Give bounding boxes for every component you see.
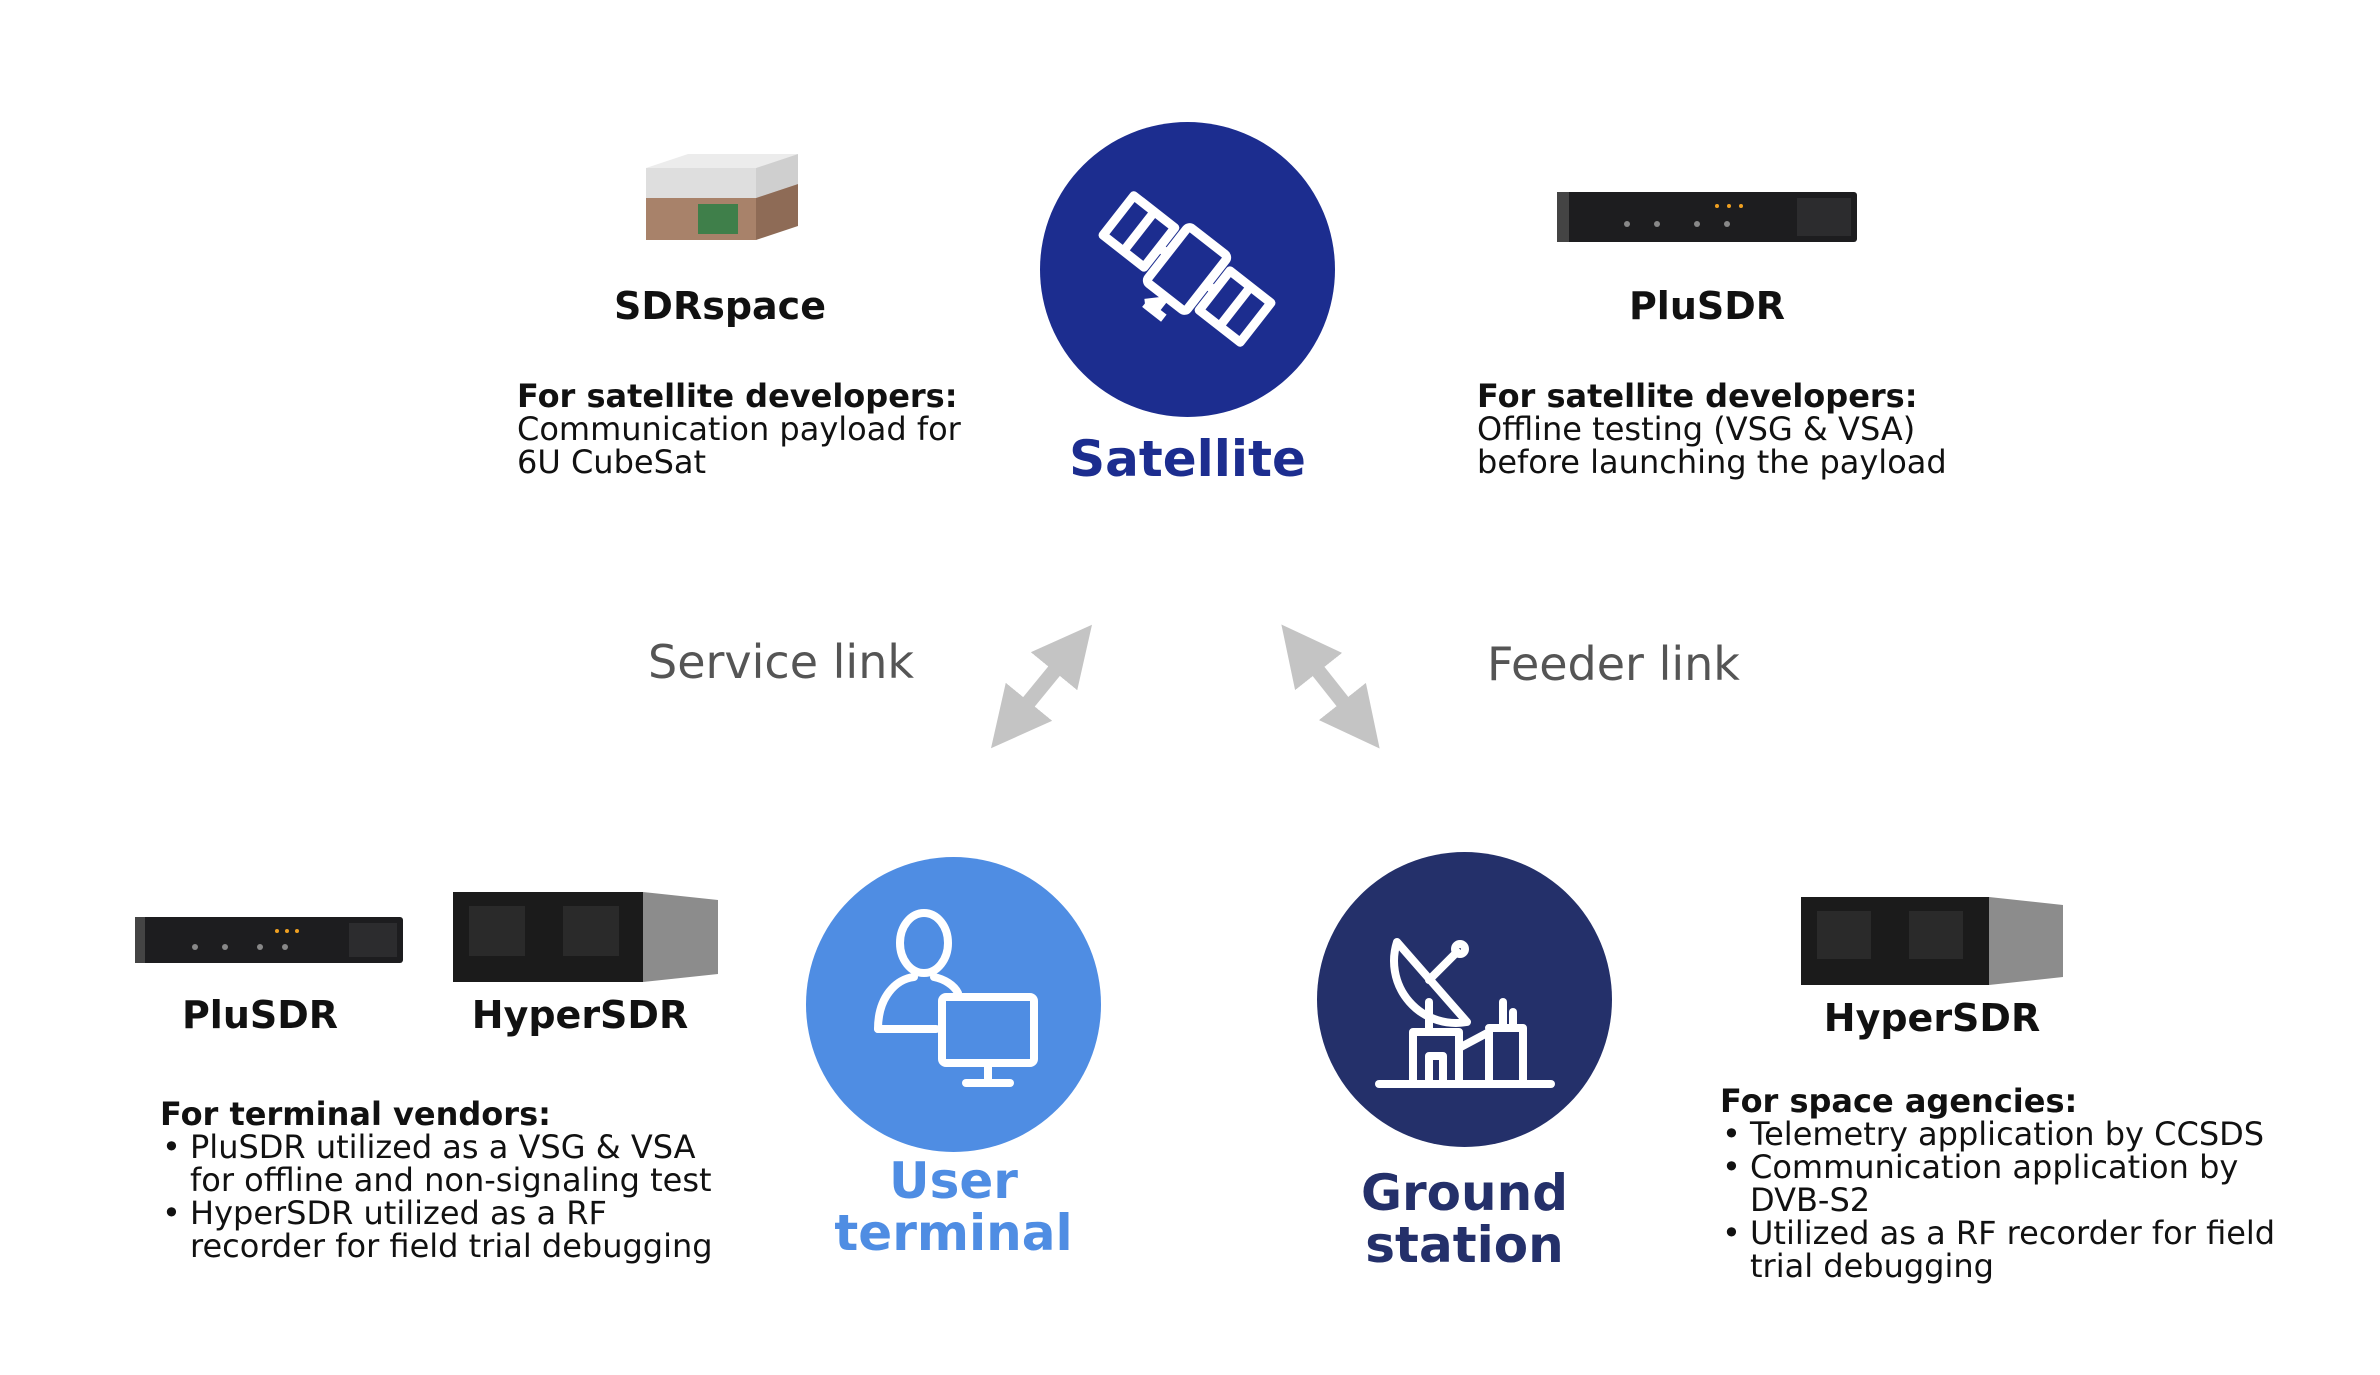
- plusdr-terminal-device-image: [135, 913, 403, 969]
- plusdr-top-description: For satellite developers: Offline testin…: [1477, 380, 1947, 479]
- plusdr-top-description-line: Offline testing (VSG & VSA): [1477, 410, 1916, 448]
- plusdr-top-description-heading: For satellite developers:: [1477, 377, 1918, 415]
- space-agencies-heading: For space agencies:: [1720, 1082, 2078, 1120]
- plusdr-top-description-line: before launching the payload: [1477, 443, 1947, 481]
- bullet-line: Utilized as a RF recorder for field: [1750, 1214, 2276, 1252]
- sdrspace-name: SDRspace: [614, 284, 826, 328]
- user-terminal-label-line2: terminal: [834, 1204, 1073, 1262]
- service-link-label: Service link: [648, 635, 914, 689]
- terminal-vendors-heading: For terminal vendors:: [160, 1095, 551, 1133]
- bullet-line: DVB-S2: [1750, 1181, 1871, 1219]
- sdrspace-device-image: [638, 148, 803, 248]
- bullet-line: recorder for field trial debugging: [190, 1227, 713, 1265]
- bullet-line: trial debugging: [1750, 1247, 1994, 1285]
- user-terminal-label-line1: User: [889, 1152, 1018, 1210]
- ground-station-label: Ground station: [1317, 1167, 1612, 1271]
- feeder-link-arrow: [1281, 624, 1380, 749]
- sdrspace-description-line: Communication payload for: [517, 410, 961, 448]
- user-terminal-circle: [806, 857, 1101, 1152]
- sdrspace-description: For satellite developers: Communication …: [517, 380, 961, 479]
- sdrspace-description-heading: For satellite developers:: [517, 377, 958, 415]
- hypersdr-ground-name: HyperSDR: [1823, 996, 2041, 1040]
- satellite-label: Satellite: [1069, 430, 1306, 488]
- satellite-dish-icon: [1375, 938, 1555, 1088]
- feeder-link-label: Feeder link: [1487, 637, 1740, 691]
- service-link-arrow: [991, 624, 1092, 749]
- user-terminal-label: User terminal: [806, 1155, 1101, 1259]
- terminal-vendors-bullet: HyperSDR utilized as a RF recorder for f…: [160, 1197, 713, 1263]
- space-agencies-bullet: Communication application by DVB-S2: [1720, 1151, 2275, 1217]
- hypersdr-ground-device-image: [1801, 895, 2063, 991]
- satellite-icon: [1098, 191, 1276, 347]
- user-computer-icon: [874, 909, 1038, 1087]
- plusdr-terminal-name: PluSDR: [181, 993, 339, 1037]
- space-agencies-bullet: Utilized as a RF recorder for field tria…: [1720, 1217, 2275, 1283]
- satellite-circle: [1040, 122, 1335, 417]
- hypersdr-terminal-device-image: [453, 890, 718, 988]
- bullet-line: HyperSDR utilized as a RF: [190, 1194, 607, 1232]
- ground-station-label-line1: Ground: [1360, 1164, 1569, 1222]
- bullet-line: for offline and non-signaling test: [190, 1161, 712, 1199]
- sdrspace-description-line: 6U CubeSat: [517, 443, 707, 481]
- space-agencies-description: For space agencies: Telemetry applicatio…: [1720, 1085, 2275, 1283]
- bullet-line: Telemetry application by CCSDS: [1750, 1115, 2265, 1153]
- plusdr-top-device-image: [1557, 186, 1857, 248]
- terminal-vendors-description: For terminal vendors: PluSDR utilized as…: [160, 1098, 713, 1263]
- bullet-line: PluSDR utilized as a VSG & VSA: [190, 1128, 696, 1166]
- ground-station-circle: [1317, 852, 1612, 1147]
- bullet-line: Communication application by: [1750, 1148, 2239, 1186]
- ground-station-label-line2: station: [1365, 1216, 1564, 1274]
- terminal-vendors-bullet: PluSDR utilized as a VSG & VSA for offli…: [160, 1131, 713, 1197]
- plusdr-top-name: PluSDR: [1628, 284, 1786, 328]
- hypersdr-terminal-name: HyperSDR: [471, 993, 689, 1037]
- space-agencies-bullet: Telemetry application by CCSDS: [1720, 1115, 2275, 1153]
